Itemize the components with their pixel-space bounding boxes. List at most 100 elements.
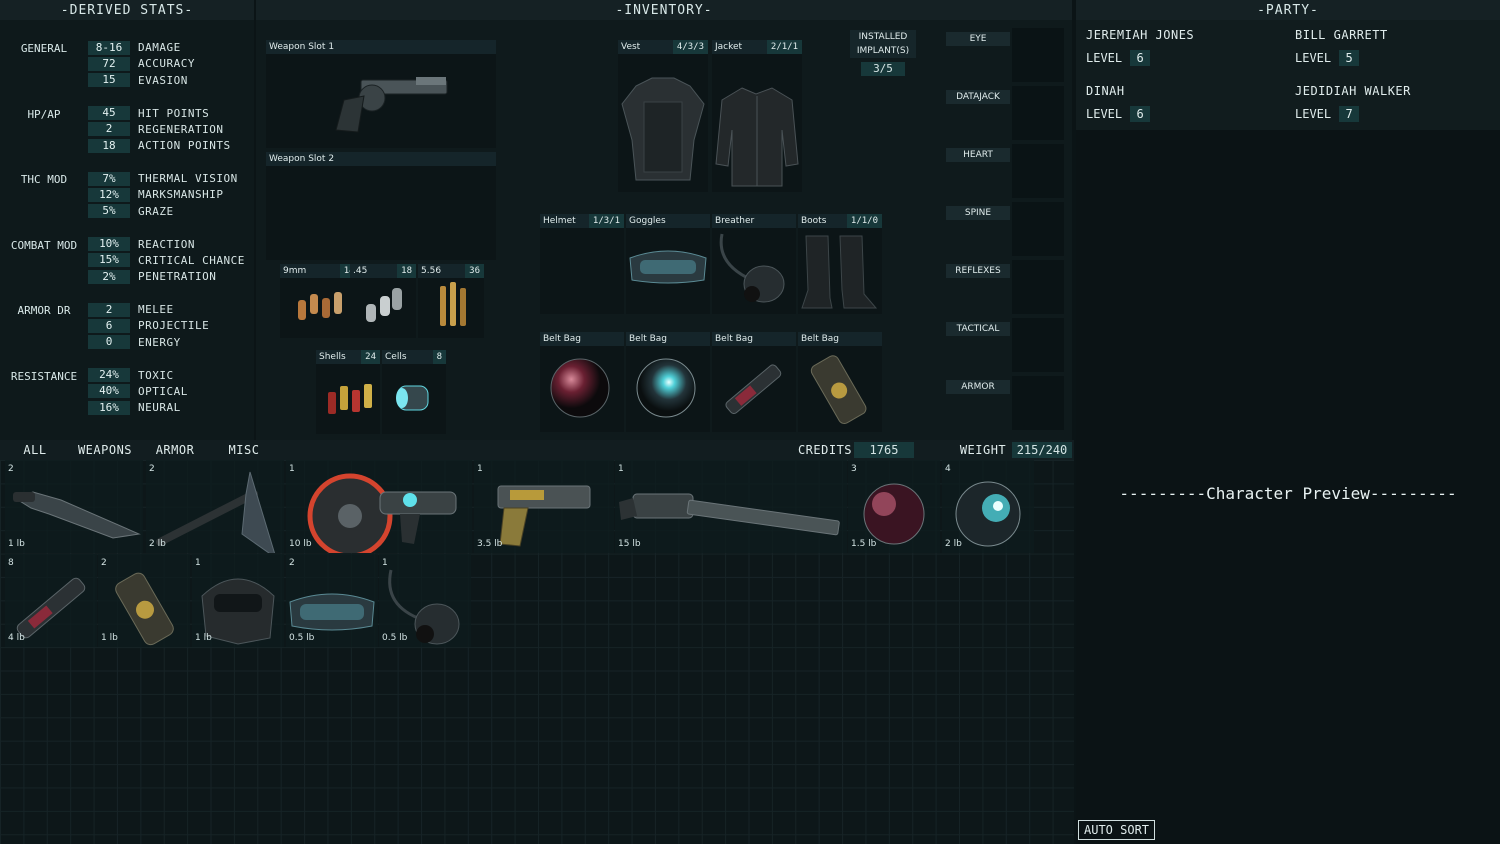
goggles-icon	[289, 593, 375, 631]
item-weight: 1 lb	[101, 633, 118, 643]
installed-implants-title: INSTALLED IMPLANT(S)	[850, 30, 916, 58]
implant-armor-slot[interactable]	[1012, 376, 1064, 430]
helmet-count: 1/3/1	[588, 214, 624, 228]
weight-value: 215/240	[1012, 442, 1072, 458]
implant-tactical-slot[interactable]	[1012, 318, 1064, 372]
stat-name: PROJECTILE	[138, 319, 210, 333]
stat-value: 24%	[88, 368, 130, 382]
belt-bag-2-label: Belt Bag	[629, 334, 668, 344]
item-quantity: 1	[195, 558, 201, 568]
party-member-name: BILL GARRETT	[1295, 28, 1388, 42]
stat-name: OPTICAL	[138, 384, 188, 398]
tab-all[interactable]: ALL	[23, 443, 47, 457]
implant-datajack-slot[interactable]	[1012, 86, 1064, 140]
stat-value: 12%	[88, 187, 130, 202]
tab-weapons[interactable]: WEAPONS	[77, 443, 133, 457]
stat-row: 24%TOXIC	[88, 368, 174, 383]
stat-name: ACTION POINTS	[138, 139, 231, 153]
stat-row: 5%GRAZE	[88, 204, 174, 219]
breather-icon	[719, 233, 785, 303]
canister-icon	[115, 572, 174, 646]
axe-icon	[156, 471, 276, 553]
breather-slot[interactable]: Breather	[712, 214, 796, 314]
stat-name: DAMAGE	[138, 41, 181, 54]
helmet-label: Helmet	[543, 216, 576, 226]
implant-eye-slot[interactable]	[1012, 28, 1064, 82]
inventory-item[interactable]: 1 0.5 lb	[379, 554, 471, 647]
implant-reflexes-slot[interactable]	[1012, 260, 1064, 314]
inventory-filter-bar: ALL WEAPONS ARMOR MISC CREDITS 1765 WEIG…	[0, 440, 1074, 460]
belt-bag-slot-4[interactable]: Belt Bag	[798, 332, 882, 432]
implant-spine-label: SPINE	[946, 206, 1010, 220]
item-weight: 2 lb	[945, 539, 962, 549]
tab-misc[interactable]: MISC	[228, 443, 260, 457]
implant-eye-label: EYE	[946, 32, 1010, 46]
red-orb-icon	[550, 358, 610, 418]
energy-cell-icon	[396, 385, 429, 411]
item-quantity: 1	[382, 558, 388, 568]
party-member-name: JEREMIAH JONES	[1086, 28, 1195, 42]
party-member-name: DINAH	[1086, 84, 1125, 98]
implant-heart-slot[interactable]	[1012, 144, 1064, 198]
stat-value: 0	[88, 335, 130, 350]
stat-value: 2	[88, 302, 130, 317]
belt-bag-4-label: Belt Bag	[801, 334, 840, 344]
stat-name: GRAZE	[138, 204, 174, 218]
stat-name: NEURAL	[138, 401, 181, 415]
item-weight: 0.5 lb	[382, 633, 408, 643]
jacket-label: Jacket	[715, 42, 743, 52]
helmet-slot[interactable]: Helmet 1/3/1	[540, 214, 624, 314]
weapon-slot-1-label: Weapon Slot 1	[269, 42, 335, 52]
stat-value: 16%	[88, 400, 130, 415]
tab-armor[interactable]: ARMOR	[155, 443, 195, 457]
implant-tactical-label: TACTICAL	[946, 322, 1010, 336]
belt-bag-slot-1[interactable]: Belt Bag	[540, 332, 624, 432]
goggles-slot[interactable]: Goggles	[626, 214, 710, 314]
stat-value: 10%	[88, 237, 130, 251]
auto-sort-button[interactable]: AUTO SORT	[1078, 820, 1156, 840]
belt-bag-slot-3[interactable]: Belt Bag	[712, 332, 796, 432]
helmet-icon	[201, 578, 275, 645]
boots-icon	[801, 235, 878, 309]
derived-stats-header: -DERIVED STATS-	[0, 0, 254, 20]
belt-bag-slot-2[interactable]: Belt Bag	[626, 332, 710, 432]
bullets-9mm-icon	[298, 292, 342, 320]
revolver-icon	[335, 77, 448, 133]
party-member-name: JEDIDIAH WALKER	[1295, 84, 1411, 98]
implant-spine-slot[interactable]	[1012, 202, 1064, 256]
stat-name: PENETRATION	[138, 270, 217, 284]
stat-value: 72	[88, 56, 130, 71]
weapon-slot-2[interactable]: Weapon Slot 2	[266, 152, 496, 260]
party-member-level-label: LEVEL	[1295, 107, 1332, 121]
weapon-slot-1[interactable]: Weapon Slot 1	[266, 40, 496, 148]
party-member-level: 5	[1339, 50, 1360, 66]
credits-label: CREDITS	[797, 443, 853, 457]
stat-row: 40%OPTICAL	[88, 384, 188, 399]
